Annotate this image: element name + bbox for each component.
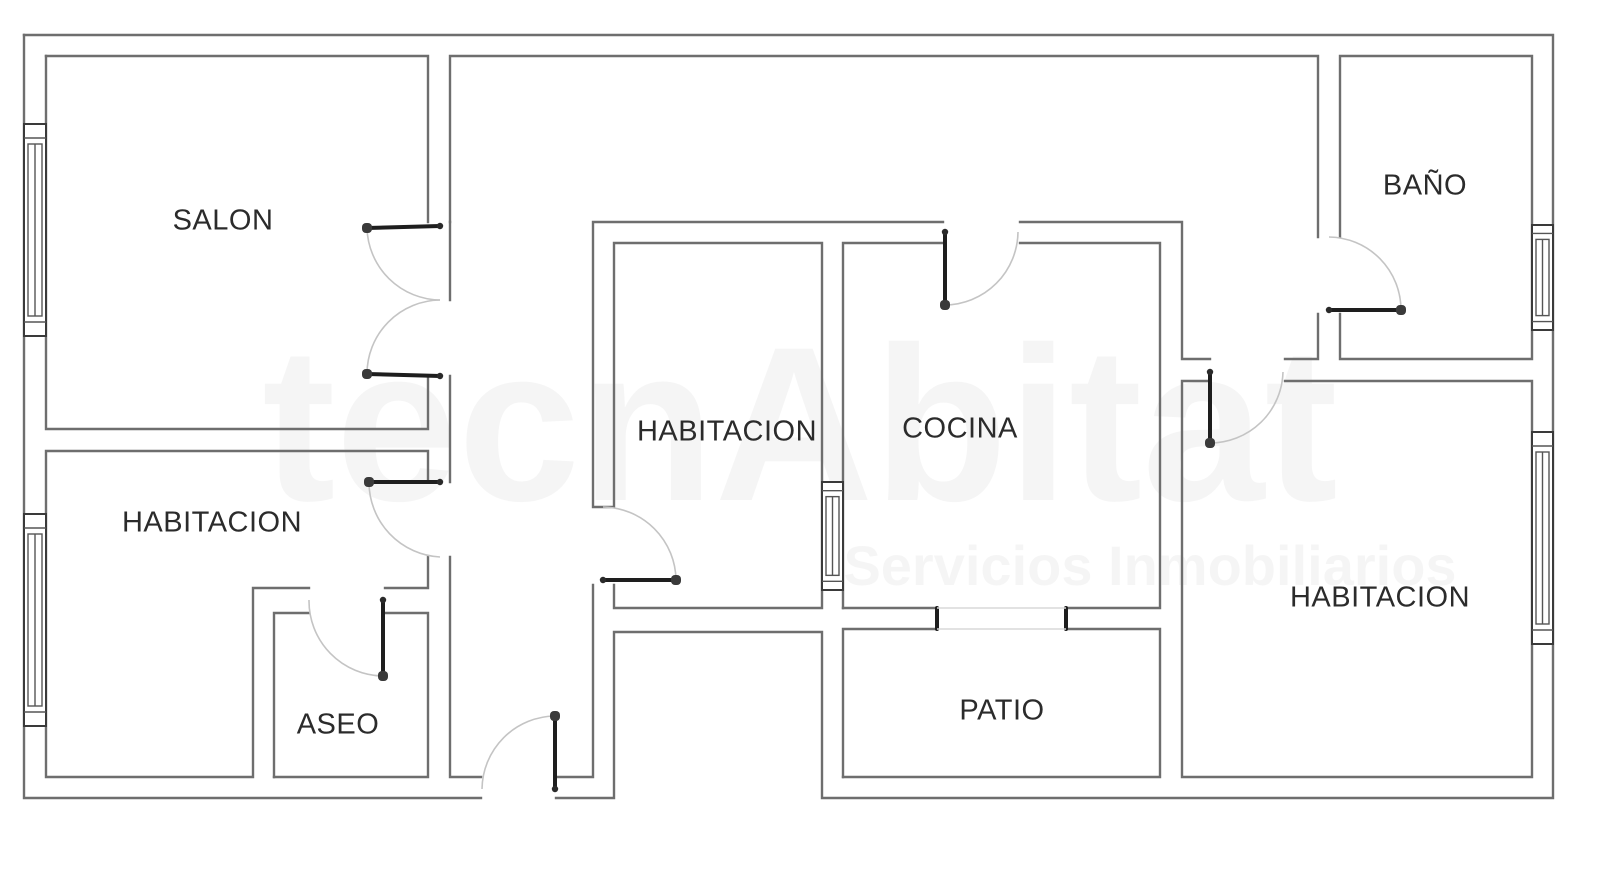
door-hinge-icon: [379, 596, 387, 604]
door-hinge-icon: [1325, 306, 1333, 314]
wall-segment: [554, 583, 595, 779]
habitacion-2-door: [599, 506, 681, 585]
habitacion-1-window: [23, 513, 47, 727]
door-swing-arc: [368, 481, 441, 558]
habitacion-3-window: [1531, 431, 1554, 645]
door-handle-icon: [362, 223, 372, 233]
door-hinge-icon: [1206, 368, 1214, 376]
room-labels: SALON HABITACION ASEO HABITACION COCINA PATIO…: [122, 168, 1470, 741]
wall-segment: [1338, 54, 1534, 361]
room-label-habitacion-2: HABITACION: [637, 416, 817, 448]
wall-segment: [44, 54, 430, 224]
wall-segment: [448, 54, 1320, 239]
door-hinge-icon: [436, 222, 444, 230]
wall-segment: [1018, 241, 1162, 610]
wall-segment: [841, 627, 1162, 779]
door-swing-arc: [1209, 371, 1284, 444]
patio-opening: [935, 606, 1068, 631]
habitacion-3-door: [1205, 368, 1284, 448]
door-swing-arc: [308, 599, 384, 677]
doors: [308, 222, 1406, 793]
room-label-salon: SALON: [173, 205, 274, 237]
door-swing-arc: [481, 715, 556, 790]
door-swing-arc: [366, 299, 441, 375]
wall-segment: [1180, 379, 1534, 779]
habitacion-1-door: [364, 477, 444, 558]
interior-window: [821, 481, 844, 591]
room-label-cocina: COCINA: [902, 413, 1018, 445]
wall-segment: [383, 555, 430, 590]
wall-segment: [44, 449, 430, 779]
entrance-door: [481, 711, 560, 793]
door-hinge-icon: [551, 785, 559, 793]
wall-segment: [1018, 220, 1212, 361]
wall-segment: [448, 555, 483, 779]
salon-door-lower: [362, 299, 444, 380]
door-handle-icon: [362, 369, 372, 379]
door-hinge-icon: [436, 372, 444, 380]
cocina-door: [940, 228, 1019, 310]
door-leaf: [365, 372, 442, 378]
room-label-patio: PATIO: [959, 695, 1044, 727]
room-label-habitacion-1: HABITACION: [122, 507, 302, 539]
door-handle-icon: [671, 575, 681, 585]
wall-segment: [591, 220, 945, 610]
bano-window: [1531, 224, 1554, 331]
aseo-door: [308, 596, 388, 681]
door-hinge-icon: [941, 228, 949, 236]
wall-segment: [841, 627, 939, 779]
salon-window: [23, 123, 47, 337]
room-label-bano: BAÑO: [1383, 168, 1467, 202]
door-handle-icon: [550, 711, 560, 721]
watermark: tecnAbitat Servicios Inmobiliarios: [262, 301, 1456, 597]
door-hinge-icon: [436, 478, 444, 486]
room-label-habitacion-3: HABITACION: [1290, 582, 1470, 614]
room-label-aseo: ASEO: [297, 709, 380, 741]
door-swing-arc: [366, 227, 441, 301]
door-hinge-icon: [599, 576, 607, 584]
wall-segment: [272, 611, 430, 779]
door-handle-icon: [364, 477, 374, 487]
door-swing-arc: [944, 231, 1019, 306]
door-handle-icon: [1396, 305, 1406, 315]
windows: [23, 123, 1554, 727]
door-swing-arc: [602, 506, 677, 581]
wall-segment: [272, 611, 311, 779]
door-handle-icon: [378, 671, 388, 681]
wall-segment: [1283, 312, 1320, 361]
salon-door-upper: [362, 222, 444, 301]
door-handle-icon: [940, 300, 950, 310]
patio-doorway: [935, 606, 1068, 631]
door-leaf: [365, 224, 442, 230]
door-swing-arc: [1328, 236, 1402, 311]
door-handle-icon: [1205, 438, 1215, 448]
wall-segment: [22, 33, 1555, 800]
bano-door: [1325, 236, 1406, 315]
